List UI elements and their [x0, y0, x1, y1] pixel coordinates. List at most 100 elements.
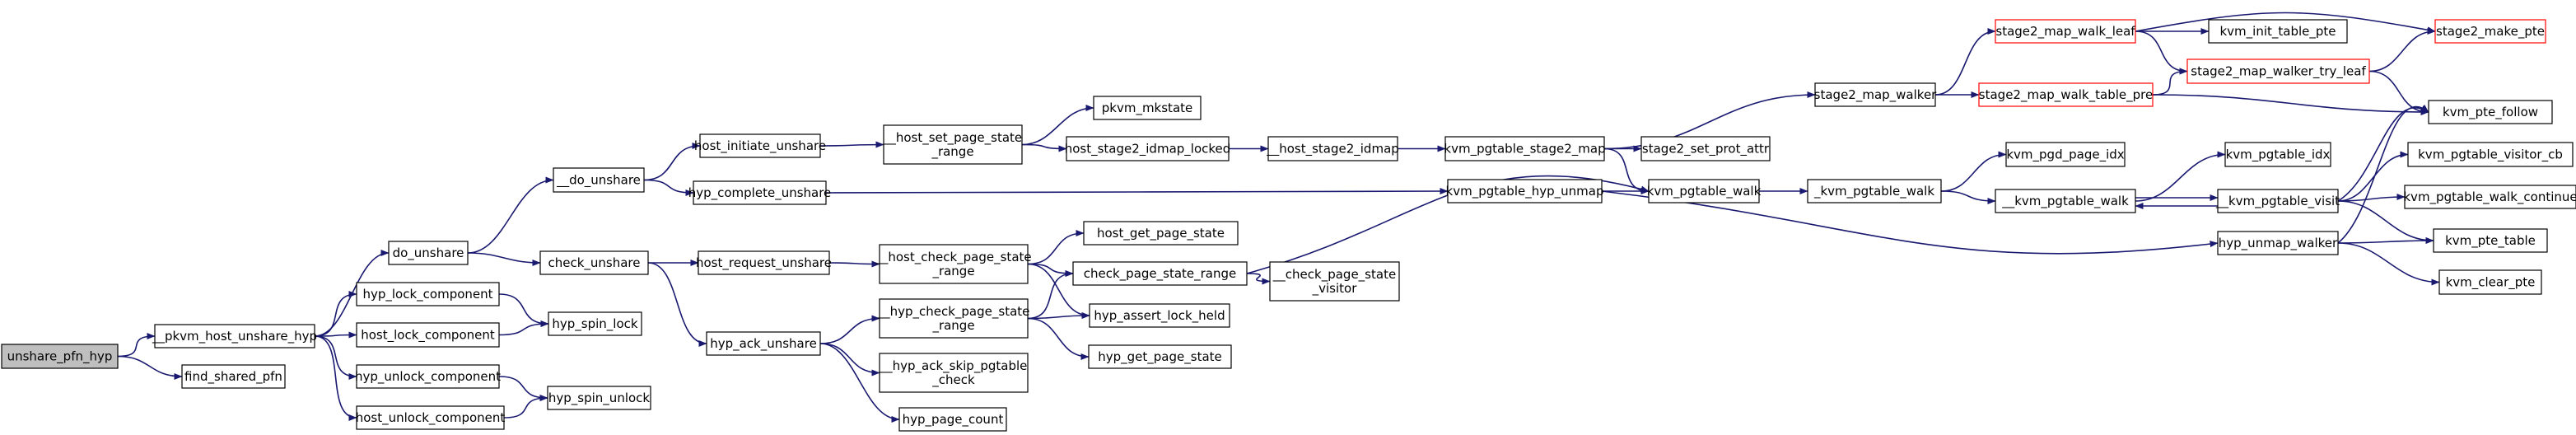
node-label: kvm_pgtable_walk — [1647, 184, 1762, 199]
call-edge — [2337, 194, 2406, 202]
node-label: host_get_page_state — [1097, 226, 1225, 241]
call-edge — [467, 252, 541, 266]
node-label: kvm_pte_table — [2445, 233, 2536, 249]
function-node[interactable]: check_unshare — [539, 250, 649, 275]
function-node[interactable]: hyp_complete_unshare — [688, 180, 832, 205]
function-node[interactable]: kvm_pgtable_stage2_map — [1444, 136, 1606, 161]
node-label: do_unshare — [393, 246, 464, 261]
function-node[interactable]: host_lock_component — [356, 322, 500, 348]
node-label: __hyp_check_page_state — [877, 304, 1030, 320]
function-node[interactable]: kvm_pte_table — [2433, 228, 2548, 253]
node-label: check_page_state_range — [1084, 266, 1237, 282]
call-edge — [2135, 12, 2436, 34]
function-node[interactable]: kvm_pgtable_walk_continue — [2403, 185, 2576, 209]
function-node[interactable]: __check_page_state_visitor — [1269, 261, 1400, 302]
function-node[interactable]: __do_unshare — [553, 167, 645, 193]
node-box — [2208, 19, 2348, 44]
node-label: host_initiate_unshare — [694, 138, 826, 154]
call-edge — [1027, 263, 1090, 319]
function-node[interactable]: stage2_map_walker — [1814, 82, 1938, 107]
node-box — [1640, 136, 1771, 161]
node-box — [2005, 142, 2126, 167]
function-node[interactable]: __host_stage2_idmap — [1266, 136, 1399, 161]
function-node[interactable]: stage2_map_walker_try_leaf — [2186, 58, 2370, 84]
function-node[interactable]: host_get_page_state — [1083, 221, 1239, 246]
call-edge — [819, 343, 880, 377]
function-node[interactable]: stage2_map_walk_leaf — [1995, 19, 2136, 44]
node-label: hyp_lock_component — [362, 287, 492, 302]
function-node[interactable]: kvm_clear_pte — [2438, 269, 2542, 295]
node-box — [879, 353, 1029, 393]
function-node[interactable]: hyp_ack_unshare — [706, 331, 821, 356]
function-node[interactable]: kvm_pgtable_idx — [2224, 142, 2331, 167]
function-node[interactable]: stage2_make_pte — [2434, 19, 2546, 44]
node-label: hyp_assert_lock_held — [1094, 308, 1225, 324]
call-edge — [2152, 68, 2188, 96]
node-label: hyp_complete_unshare — [688, 185, 832, 201]
function-node[interactable]: kvm_pte_follow — [2428, 100, 2553, 124]
call-edge — [2135, 151, 2226, 202]
node-label: host_request_unshare — [696, 255, 832, 271]
function-node[interactable]: hyp_lock_component — [356, 282, 500, 306]
function-node[interactable]: kvm_pgd_page_idx — [2005, 142, 2126, 167]
function-node[interactable]: do_unshare — [388, 241, 469, 265]
node-box — [2217, 189, 2339, 213]
function-node[interactable]: host_unlock_component — [356, 405, 506, 430]
function-node[interactable]: host_initiate_unshare — [694, 133, 826, 158]
node-label: kvm_pgtable_walk_continue — [2403, 189, 2576, 205]
node-label: _range — [931, 144, 973, 160]
function-node[interactable]: __kvm_pgtable_walk — [1995, 189, 2136, 213]
function-node[interactable]: stage2_set_prot_attr — [1640, 136, 1771, 161]
call-edge — [1021, 143, 1067, 152]
function-node[interactable]: check_page_state_range — [1072, 261, 1248, 286]
node-label: stage2_map_walk_leaf — [1995, 24, 2135, 40]
function-node[interactable]: host_stage2_idmap_locked — [1065, 136, 1231, 161]
function-node[interactable]: host_request_unshare — [696, 250, 832, 275]
function-node[interactable]: kvm_init_table_pte — [2208, 19, 2348, 44]
function-node[interactable]: hyp_assert_lock_held — [1089, 303, 1230, 328]
function-node[interactable]: kvm_pgtable_hyp_unmap — [1446, 179, 1604, 203]
function-node[interactable]: _kvm_pgtable_walk — [1807, 179, 1942, 203]
node-label: host_lock_component — [361, 328, 495, 344]
node-label: stage2_set_prot_attr — [1642, 142, 1770, 157]
function-node[interactable]: hyp_page_count — [898, 407, 1007, 432]
function-node[interactable]: __kvm_pgtable_visit — [2215, 189, 2340, 213]
function-node[interactable]: __pkvm_host_unshare_hyp — [152, 324, 317, 348]
function-node[interactable]: find_shared_pfn — [181, 364, 286, 389]
call-edge — [2337, 237, 2434, 245]
node-label: hyp_spin_lock — [552, 316, 638, 332]
call-edge — [828, 260, 880, 268]
function-node[interactable]: hyp_get_page_state — [1088, 344, 1232, 369]
function-node[interactable]: hyp_spin_lock — [548, 311, 642, 336]
call-edge — [314, 291, 357, 337]
function-node[interactable]: __host_set_page_state_range — [883, 124, 1023, 165]
call-edge — [1940, 151, 2007, 192]
node-box — [706, 331, 821, 356]
node-label: hyp_unlock_component — [355, 369, 501, 385]
call-edge — [1934, 28, 1996, 96]
function-node[interactable]: __hyp_check_page_state_range — [877, 298, 1030, 339]
node-box — [553, 167, 645, 193]
function-node[interactable]: unshare_pfn_hyp — [1, 344, 119, 369]
node-box — [883, 124, 1023, 165]
function-node[interactable]: kvm_pgtable_walk — [1647, 179, 1762, 203]
function-node[interactable]: hyp_unmap_walker — [2217, 231, 2339, 255]
function-node[interactable]: hyp_unlock_component — [355, 364, 501, 389]
call-edge — [643, 179, 694, 196]
node-box — [693, 180, 827, 205]
function-node[interactable]: hyp_spin_unlock — [547, 386, 651, 410]
call-edge — [1027, 312, 1090, 320]
node-box — [356, 282, 500, 306]
node-box — [539, 250, 649, 275]
function-node[interactable]: kvm_pgtable_visitor_cb — [2407, 142, 2574, 167]
function-node[interactable]: __host_check_page_state_range — [875, 244, 1032, 284]
node-box — [181, 364, 286, 389]
node-box — [356, 364, 500, 389]
node-label: _check — [931, 372, 975, 388]
node-box — [356, 322, 500, 348]
function-node[interactable]: stage2_map_walk_table_pre — [1978, 82, 2154, 107]
node-box — [879, 244, 1029, 284]
call-edge — [2337, 200, 2434, 244]
function-node[interactable]: pkvm_mkstate — [1093, 96, 1202, 120]
function-node[interactable]: __hyp_ack_skip_pgtable_check — [879, 353, 1029, 393]
